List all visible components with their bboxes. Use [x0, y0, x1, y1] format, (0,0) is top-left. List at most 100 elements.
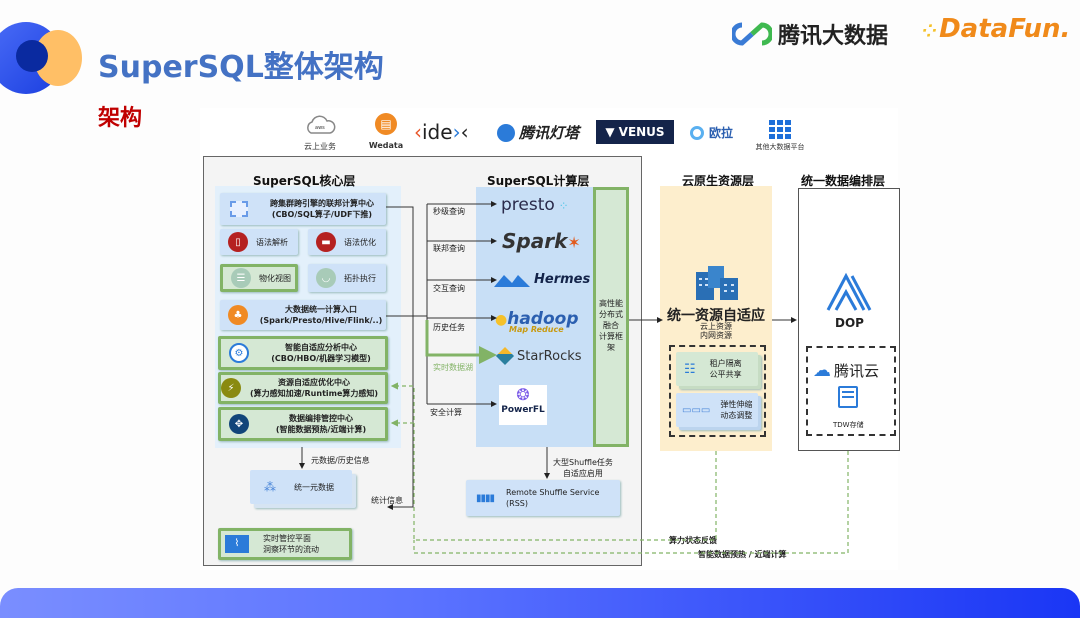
- resource-policy-group: [669, 345, 766, 437]
- platform-oula: 欧拉: [690, 124, 733, 141]
- rss-label: Remote Shuffle Service(RSS): [506, 487, 620, 509]
- data-orchestration-card[interactable]: ✥ 数据编排管控中心(智能数据预热/近端计算): [218, 407, 388, 441]
- hadoop-logo[interactable]: ●hadoop Map Reduce: [495, 309, 579, 334]
- materialized-view-label: 物化视图: [259, 273, 291, 283]
- spark-star-icon: ✶: [567, 233, 581, 252]
- spark-text: Spark: [502, 229, 568, 253]
- svg-text:aws: aws: [315, 125, 325, 131]
- resource-optimize-card[interactable]: ⚡ 资源自适应优化中心(算力感知加速/Runtime算力感知): [218, 372, 388, 404]
- elastic-line1: 弹性伸缩: [720, 400, 753, 409]
- rss-card[interactable]: ▮▮▮▮ Remote Shuffle Service(RSS): [466, 480, 620, 516]
- rss-line1: Remote Shuffle Service: [506, 488, 600, 497]
- resource-opt-line1: 资源自适应优化中心: [278, 378, 350, 387]
- control-plane-line2: 洞察环节的流动: [263, 545, 319, 554]
- powerfl-logo[interactable]: ❂ PowerFL: [499, 385, 547, 425]
- section-subtitle: 架构: [98, 106, 143, 131]
- hermes-logo[interactable]: Hermes: [494, 272, 590, 287]
- control-plane-card[interactable]: ⌇ 实时管控平面洞察环节的流动: [218, 528, 352, 560]
- lightning-icon: ⚡: [221, 378, 241, 398]
- prefetch-label: 智能数据预热 / 近端计算: [697, 549, 788, 560]
- framework-line3: 融合: [603, 321, 619, 330]
- dop-label: DOP: [835, 316, 864, 330]
- venus-label: VENUS: [618, 125, 665, 139]
- aws-cloud-icon: aws: [307, 115, 336, 134]
- hadoop-elephant-icon: ●: [495, 312, 508, 328]
- control-plane-label: 实时管控平面洞察环节的流动: [263, 533, 349, 555]
- analysis-line1: 智能自适应分析中心: [285, 343, 357, 352]
- federation-center-label: 跨集群跨引擎的联邦计算中心(CBO/SQL算子/UDF下推): [258, 198, 386, 220]
- mapreduce-text: Map Reduce: [509, 325, 564, 334]
- route-label-4: 实时数据湖: [433, 363, 473, 372]
- elastic-scaling-label: 弹性伸缩动态调整: [720, 399, 758, 421]
- tencent-cloud-label: 腾讯云: [834, 362, 880, 380]
- network-dots-icon: ⁂: [264, 480, 276, 494]
- page-title: SuperSQL整体架构: [98, 50, 384, 85]
- tree-list-icon: ☷: [684, 361, 696, 377]
- datafun-text: DataFun.: [939, 14, 1071, 44]
- presto-logo[interactable]: presto ⁘: [501, 195, 569, 215]
- metadata-edge-label: 元数据/历史信息: [311, 456, 370, 465]
- framework-line4: 计算框架: [599, 332, 623, 352]
- route-label-1: 联邦查询: [433, 244, 465, 253]
- intranet-resource-label: 内网资源: [700, 331, 732, 340]
- chip-icon: [230, 201, 248, 217]
- resource-sub-labels: 云上资源 内网资源: [700, 322, 732, 340]
- dop-logo-icon: [826, 272, 872, 316]
- unified-resource-label: 统一资源自适应: [667, 308, 765, 324]
- starrocks-logo[interactable]: StarRocks: [495, 346, 582, 366]
- topology-exec-label: 拓扑执行: [344, 273, 376, 283]
- grid-blocks-icon: ▭▭▭: [682, 404, 711, 416]
- data-orchestration-label: 数据编排管控中心 (智能数据预热/近端计算): [257, 413, 385, 435]
- venus-icon: ▼: [605, 125, 615, 139]
- spark-logo[interactable]: Spark✶: [502, 229, 581, 253]
- topology-exec-card[interactable]: ◡ 拓扑执行: [308, 264, 386, 292]
- list-icon: ☰: [231, 268, 251, 288]
- document-icon: ▯: [228, 232, 248, 252]
- monitor-chart-icon: ⌇: [225, 535, 249, 553]
- hadoop-text: hadoop: [507, 309, 579, 329]
- compute-layer-title: SuperSQL计算层: [487, 174, 590, 188]
- keyboard-icon: ▬: [316, 232, 336, 252]
- bars-icon: ▮▮▮▮: [476, 492, 495, 504]
- oula-ring-icon: [690, 125, 704, 140]
- syntax-parse-card[interactable]: ▯ 语法解析: [220, 229, 298, 255]
- elastic-line2: 动态调整: [720, 411, 753, 420]
- tdw-storage-label: TDW存储: [833, 421, 864, 429]
- platform-wedata-label: Wedata: [368, 141, 404, 150]
- storage-group: [806, 346, 896, 436]
- unified-metadata-card[interactable]: ⁂ 统一元数据: [250, 470, 352, 504]
- hierarchy-icon: ♣: [228, 305, 248, 325]
- control-plane-line1: 实时管控平面: [263, 534, 311, 543]
- unified-entry-card[interactable]: ♣ 大数据统一计算入口(Spark/Presto/Hive/Flink/..): [220, 300, 386, 330]
- lighthouse-label: 腾讯灯塔: [519, 124, 580, 142]
- grid-icon: [769, 120, 791, 139]
- platform-aws-label: 云上业务: [304, 142, 336, 151]
- tenant-line2: 公平共享: [709, 370, 742, 379]
- syntax-optimize-card[interactable]: ▬ 语法优化: [308, 229, 386, 255]
- brain-icon: ❂: [516, 385, 530, 404]
- platform-others: 其他大数据平台: [748, 120, 812, 152]
- wedata-icon: ▤: [375, 113, 397, 135]
- materialized-view-card[interactable]: ☰ 物化视图: [220, 264, 298, 292]
- stats-edge-label: 统计信息: [371, 496, 403, 505]
- shuffle-edge-label: 大型Shuffle任务 自适应启用: [553, 457, 613, 479]
- tencent-bigdata-text: 腾讯大数据: [778, 24, 889, 49]
- oula-label: 欧拉: [709, 126, 734, 140]
- syntax-optimize-label: 语法优化: [344, 237, 376, 247]
- adaptive-analysis-card[interactable]: ⚙ 智能自适应分析中心(CBO/HBO/机器学习模型): [218, 336, 388, 370]
- orchestration-line1: 数据编排管控中心: [289, 414, 353, 423]
- tencent-bigdata-brand: 腾讯大数据: [732, 18, 888, 50]
- adaptive-analysis-label: 智能自适应分析中心(CBO/HBO/机器学习模型): [257, 342, 385, 364]
- framework-line1: 高性能: [599, 299, 623, 308]
- compute-framework-column: 高性能 分布式 融合 计算框架: [593, 187, 629, 447]
- cloud-icon: ☁: [813, 360, 831, 381]
- tenant-isolation-card[interactable]: ☷ 租户隔离公平共享: [676, 352, 758, 386]
- orchestration-line2: (智能数据预热/近端计算): [275, 425, 367, 434]
- entry-line2: (Spark/Presto/Hive/Flink/..): [259, 316, 383, 325]
- elastic-scaling-card[interactable]: ▭▭▭ 弹性伸缩动态调整: [676, 393, 758, 427]
- federation-center-card[interactable]: 跨集群跨引擎的联邦计算中心(CBO/SQL算子/UDF下推): [220, 193, 386, 225]
- presto-text: presto: [501, 195, 555, 215]
- syntax-parse-label: 语法解析: [256, 237, 288, 247]
- cloud-resource-label: 云上资源: [700, 322, 732, 331]
- tenant-line1: 租户隔离: [709, 359, 742, 368]
